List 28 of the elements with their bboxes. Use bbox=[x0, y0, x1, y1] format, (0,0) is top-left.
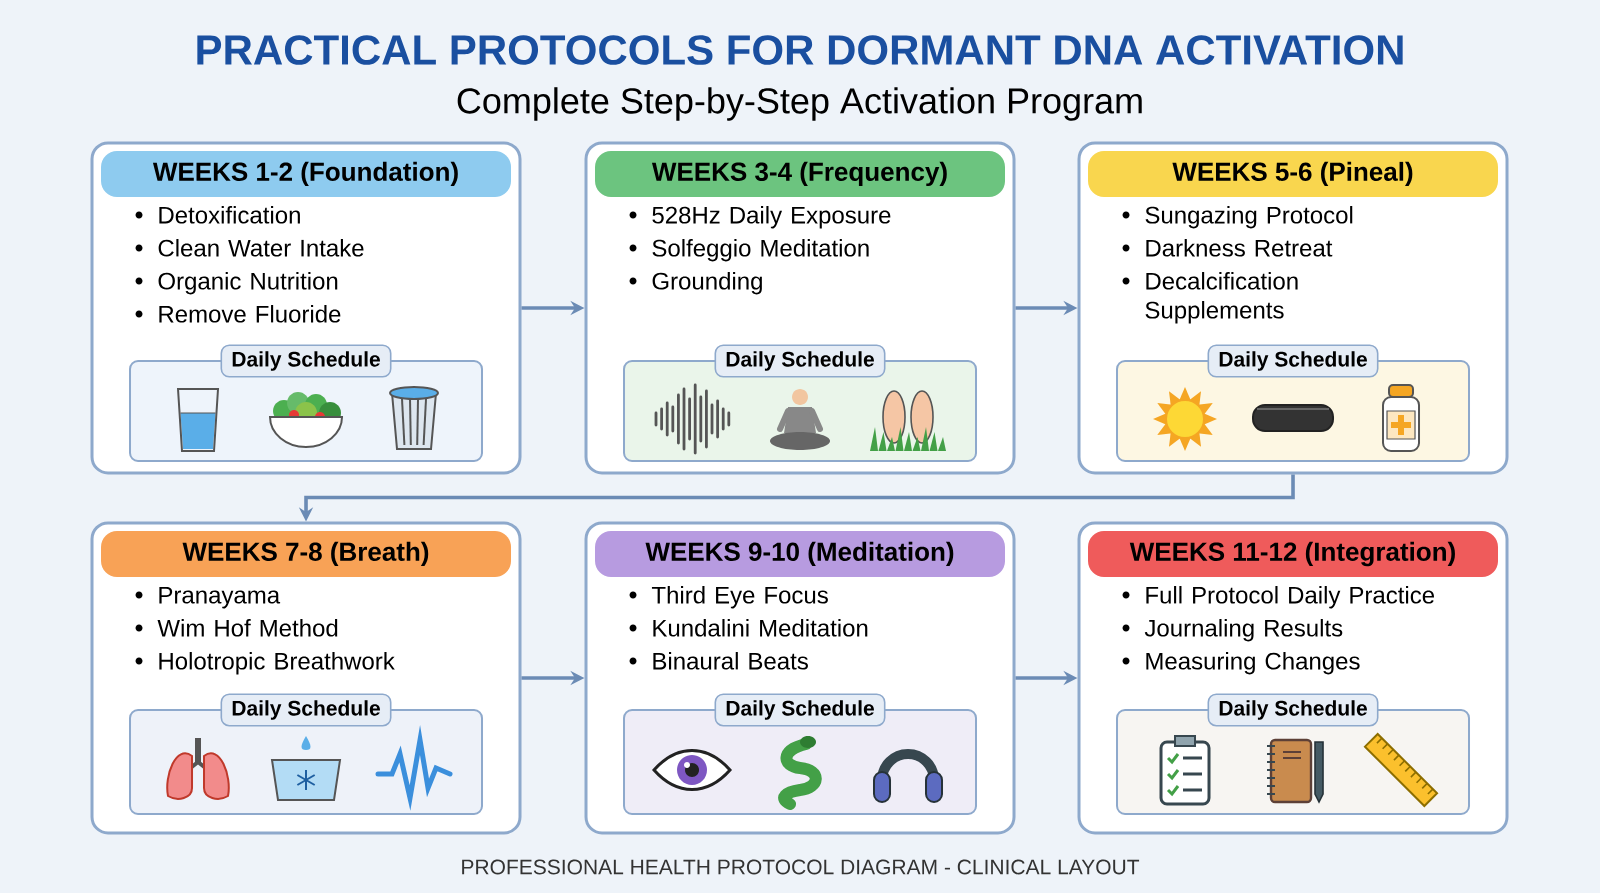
list-item: Clean Water Intake bbox=[158, 239, 364, 257]
list-item: Pranayama bbox=[159, 586, 281, 609]
card-header: WEEKS 11-12 (Integration) bbox=[1088, 531, 1498, 577]
card-header: WEEKS 7-8 (Breath) bbox=[101, 531, 511, 577]
title: PRACTICAL PROTOCOLS FOR DORMANT DNA ACTIVATION bbox=[197, 35, 1403, 65]
caption: PROFESSIONAL HEALTH PROTOCOL DIAGRAM - CLINICAL LAYOUT bbox=[462, 859, 1140, 875]
list-item: Sungazing Protocol bbox=[1145, 206, 1353, 229]
list-item: Darkness Retreat bbox=[1146, 239, 1333, 257]
list-item: Wim Hof Method bbox=[157, 619, 338, 637]
list-item: Kundalini Meditation bbox=[653, 619, 868, 637]
card-header: WEEKS 3-4 (Frequency) bbox=[595, 151, 1005, 197]
list-item: Detoxification bbox=[159, 206, 300, 224]
list-item: Grounding bbox=[652, 272, 762, 295]
subtitle: Complete Step-by-Step Activation Program bbox=[457, 87, 1142, 121]
list-item: 528Hz Daily Exposure bbox=[652, 206, 891, 229]
list-item: Holotropic Breathwork bbox=[159, 652, 395, 675]
list-item: Binaural Beats bbox=[653, 652, 808, 670]
list-item: Journaling Results bbox=[1144, 619, 1343, 642]
list-item: Organic Nutrition bbox=[158, 272, 338, 295]
list-item: Full Protocol Daily Practice bbox=[1146, 586, 1434, 609]
list-item: Third Eye Focus bbox=[651, 586, 828, 609]
card-header: WEEKS 1-2 (Foundation) bbox=[101, 151, 511, 197]
list-item: Decalcification Supplements bbox=[1145, 272, 1298, 324]
card-header: WEEKS 9-10 (Meditation) bbox=[595, 531, 1005, 577]
list-item: Remove Fluoride bbox=[159, 305, 341, 323]
card-header: WEEKS 5-6 (Pineal) bbox=[1088, 151, 1498, 197]
list-item: Measuring Changes bbox=[1146, 652, 1360, 675]
list-item: Solfeggio Meditation bbox=[652, 239, 869, 262]
